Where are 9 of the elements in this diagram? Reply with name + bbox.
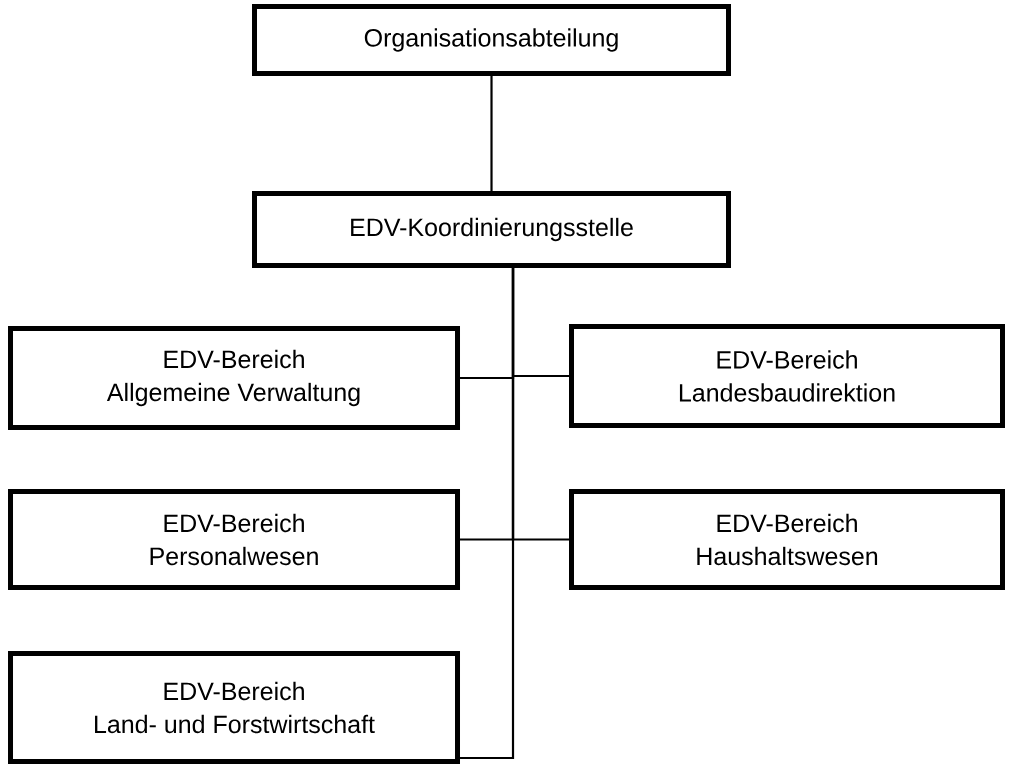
org-box: EDV-Bereich Landesbaudirektion xyxy=(569,324,1005,428)
org-box: EDV-Bereich Allgemeine Verwaltung xyxy=(8,326,460,430)
org-box: EDV-Bereich Personalwesen xyxy=(8,489,460,590)
connector-line xyxy=(460,268,515,760)
connector-line xyxy=(490,76,493,191)
org-box: EDV-Bereich Haushaltswesen xyxy=(569,489,1005,590)
org-box: EDV-Bereich Land- und Forstwirtschaft xyxy=(8,651,460,764)
org-box: Organisationsabteilung xyxy=(252,4,731,76)
org-box: EDV-Koordinierungsstelle xyxy=(252,191,731,268)
